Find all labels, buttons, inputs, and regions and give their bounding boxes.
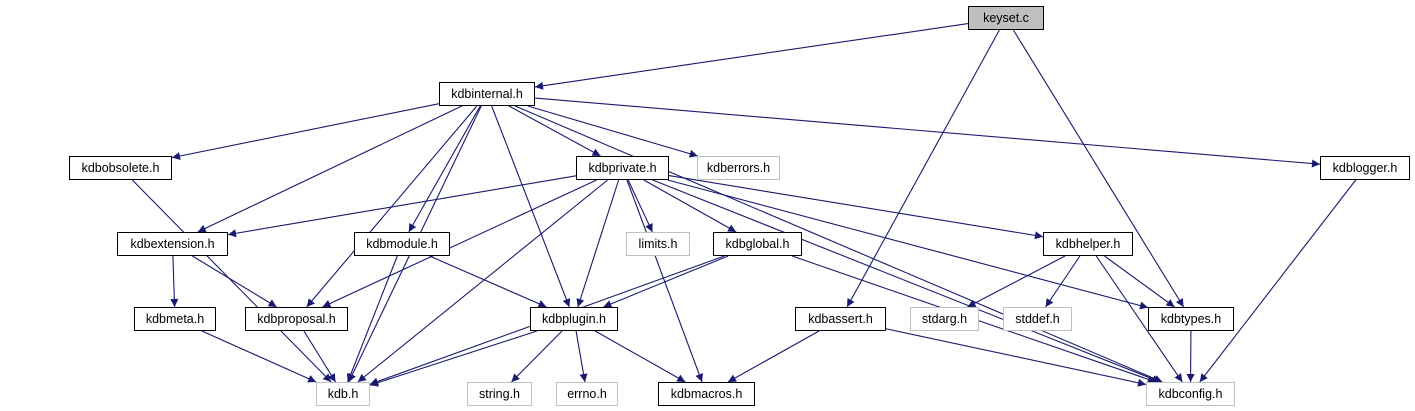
edge-kdbinternal-to-kdblogger — [534, 97, 1321, 168]
edge-kdbprivate-to-kdbproposal — [322, 179, 597, 308]
edge-kdbplugin-to-string — [511, 330, 563, 383]
node-label: kdbobsolete.h — [81, 161, 160, 175]
node-kdbglobal[interactable]: kdbglobal.h — [713, 232, 802, 256]
node-label: kdblogger.h — [1332, 161, 1398, 175]
edge-kdbextension-to-kdbproposal — [192, 255, 277, 308]
edge-kdbglobal-to-kdbplugin — [603, 255, 729, 308]
node-kdbinternal[interactable]: kdbinternal.h — [439, 82, 535, 106]
edge-kdbhelper-to-stddef — [1045, 255, 1081, 308]
node-label: kdbmeta.h — [145, 312, 205, 326]
node-label: errno.h — [567, 387, 607, 401]
node-label: kdberrors.h — [706, 161, 771, 175]
edge-kdbplugin-to-kdbmacros — [594, 330, 686, 383]
node-label: kdbassert.h — [808, 312, 873, 326]
edge-kdbinternal-to-kdbprivate — [508, 105, 601, 157]
node-stddef: stddef.h — [1003, 307, 1072, 331]
node-label: keyset.c — [983, 11, 1029, 25]
node-label: stdarg.h — [921, 312, 968, 326]
node-errno: errno.h — [556, 382, 618, 406]
node-label: kdbextension.h — [130, 237, 215, 251]
edge-kdbprivate-to-kdbglobal — [643, 179, 737, 233]
node-keyset[interactable]: keyset.c — [968, 6, 1044, 30]
edge-keyset-to-kdbassert — [846, 29, 1000, 308]
node-kdbmacros[interactable]: kdbmacros.h — [658, 382, 755, 406]
node-kdbplugin[interactable]: kdbplugin.h — [530, 307, 618, 331]
edge-kdbplugin-to-errno — [575, 330, 588, 383]
edge-kdbmodule-to-kdbplugin — [429, 255, 547, 308]
node-string: string.h — [467, 382, 532, 406]
node-kdbtypes[interactable]: kdbtypes.h — [1148, 307, 1234, 331]
edge-kdbinternal-to-kdberrors — [527, 105, 698, 158]
node-kdb: kdb.h — [316, 382, 370, 406]
edge-kdbmodule-to-kdb — [346, 255, 398, 383]
node-kdbobsolete[interactable]: kdbobsolete.h — [69, 156, 172, 180]
node-kdbproposal[interactable]: kdbproposal.h — [245, 307, 348, 331]
edge-kdbinternal-to-kdbconfig — [514, 105, 1163, 383]
edge-kdbhelper-to-kdbconfig — [1095, 255, 1183, 383]
node-label: kdbglobal.h — [725, 237, 790, 251]
edge-kdbproposal-to-kdb — [303, 330, 337, 383]
node-kdbmeta[interactable]: kdbmeta.h — [134, 307, 216, 331]
edge-keyset-to-kdbinternal — [534, 23, 969, 90]
edge-kdbplugin-to-kdb — [369, 330, 538, 387]
edge-kdbobsolete-to-kdb — [131, 179, 332, 383]
node-kdbhelper[interactable]: kdbhelper.h — [1043, 232, 1133, 256]
edge-kdbprivate-to-kdbplugin — [576, 179, 620, 308]
node-label: kdbproposal.h — [257, 312, 336, 326]
edge-kdbhelper-to-stdarg — [967, 255, 1066, 308]
node-label: kdbmacros.h — [670, 387, 743, 401]
edge-kdbinternal-to-kdbextension — [197, 105, 463, 233]
node-label: kdbconfig.h — [1158, 387, 1223, 401]
node-label: stddef.h — [1015, 312, 1060, 326]
node-label: kdbmodule.h — [366, 237, 438, 251]
edge-kdbextension-to-kdbmeta — [170, 255, 179, 308]
edge-kdbprivate-to-kdbtypes — [667, 179, 1149, 310]
node-limits: limits.h — [626, 232, 690, 256]
node-kdbprivate[interactable]: kdbprivate.h — [576, 156, 669, 180]
edge-kdbassert-to-kdbmacros — [727, 330, 820, 383]
edge-kdbprivate-to-kdbmacros — [626, 179, 704, 383]
node-stdarg: stdarg.h — [910, 307, 979, 331]
node-kdbmodule[interactable]: kdbmodule.h — [354, 232, 450, 256]
node-label: kdbinternal.h — [451, 87, 523, 101]
edge-kdbprivate-to-kdbconfig — [652, 179, 1161, 383]
node-label: limits.h — [638, 237, 678, 251]
node-kdberrors: kdberrors.h — [697, 156, 780, 180]
node-label: kdbprivate.h — [588, 161, 657, 175]
node-kdbextension[interactable]: kdbextension.h — [117, 232, 228, 256]
edge-kdbprivate-to-kdb — [357, 179, 609, 383]
node-kdblogger[interactable]: kdblogger.h — [1320, 156, 1410, 180]
edge-kdbhelper-to-kdbtypes — [1104, 255, 1175, 308]
node-label: kdbtypes.h — [1160, 312, 1222, 326]
edge-kdbprivate-to-limits — [627, 179, 653, 233]
edge-kdbprivate-to-kdbextension — [227, 175, 577, 238]
node-label: kdbplugin.h — [542, 312, 606, 326]
edge-kdbinternal-to-kdbplugin — [491, 105, 571, 308]
edge-kdbmeta-to-kdb — [201, 330, 317, 383]
node-kdbassert[interactable]: kdbassert.h — [795, 307, 886, 331]
edge-kdblogger-to-kdbconfig — [1199, 179, 1357, 383]
edge-kdbprivate-to-kdbhelper — [668, 175, 1044, 240]
edge-kdbinternal-to-kdbmodule — [408, 105, 481, 233]
edge-kdbinternal-to-kdbobsolete — [171, 103, 440, 160]
edge-keyset-to-kdbtypes — [1012, 29, 1185, 308]
node-label: kdbhelper.h — [1055, 237, 1121, 251]
edge-kdbassert-to-kdbconfig — [885, 328, 1147, 387]
node-label: string.h — [479, 387, 520, 401]
node-kdbconfig: kdbconfig.h — [1146, 382, 1235, 406]
node-label: kdb.h — [327, 387, 359, 401]
